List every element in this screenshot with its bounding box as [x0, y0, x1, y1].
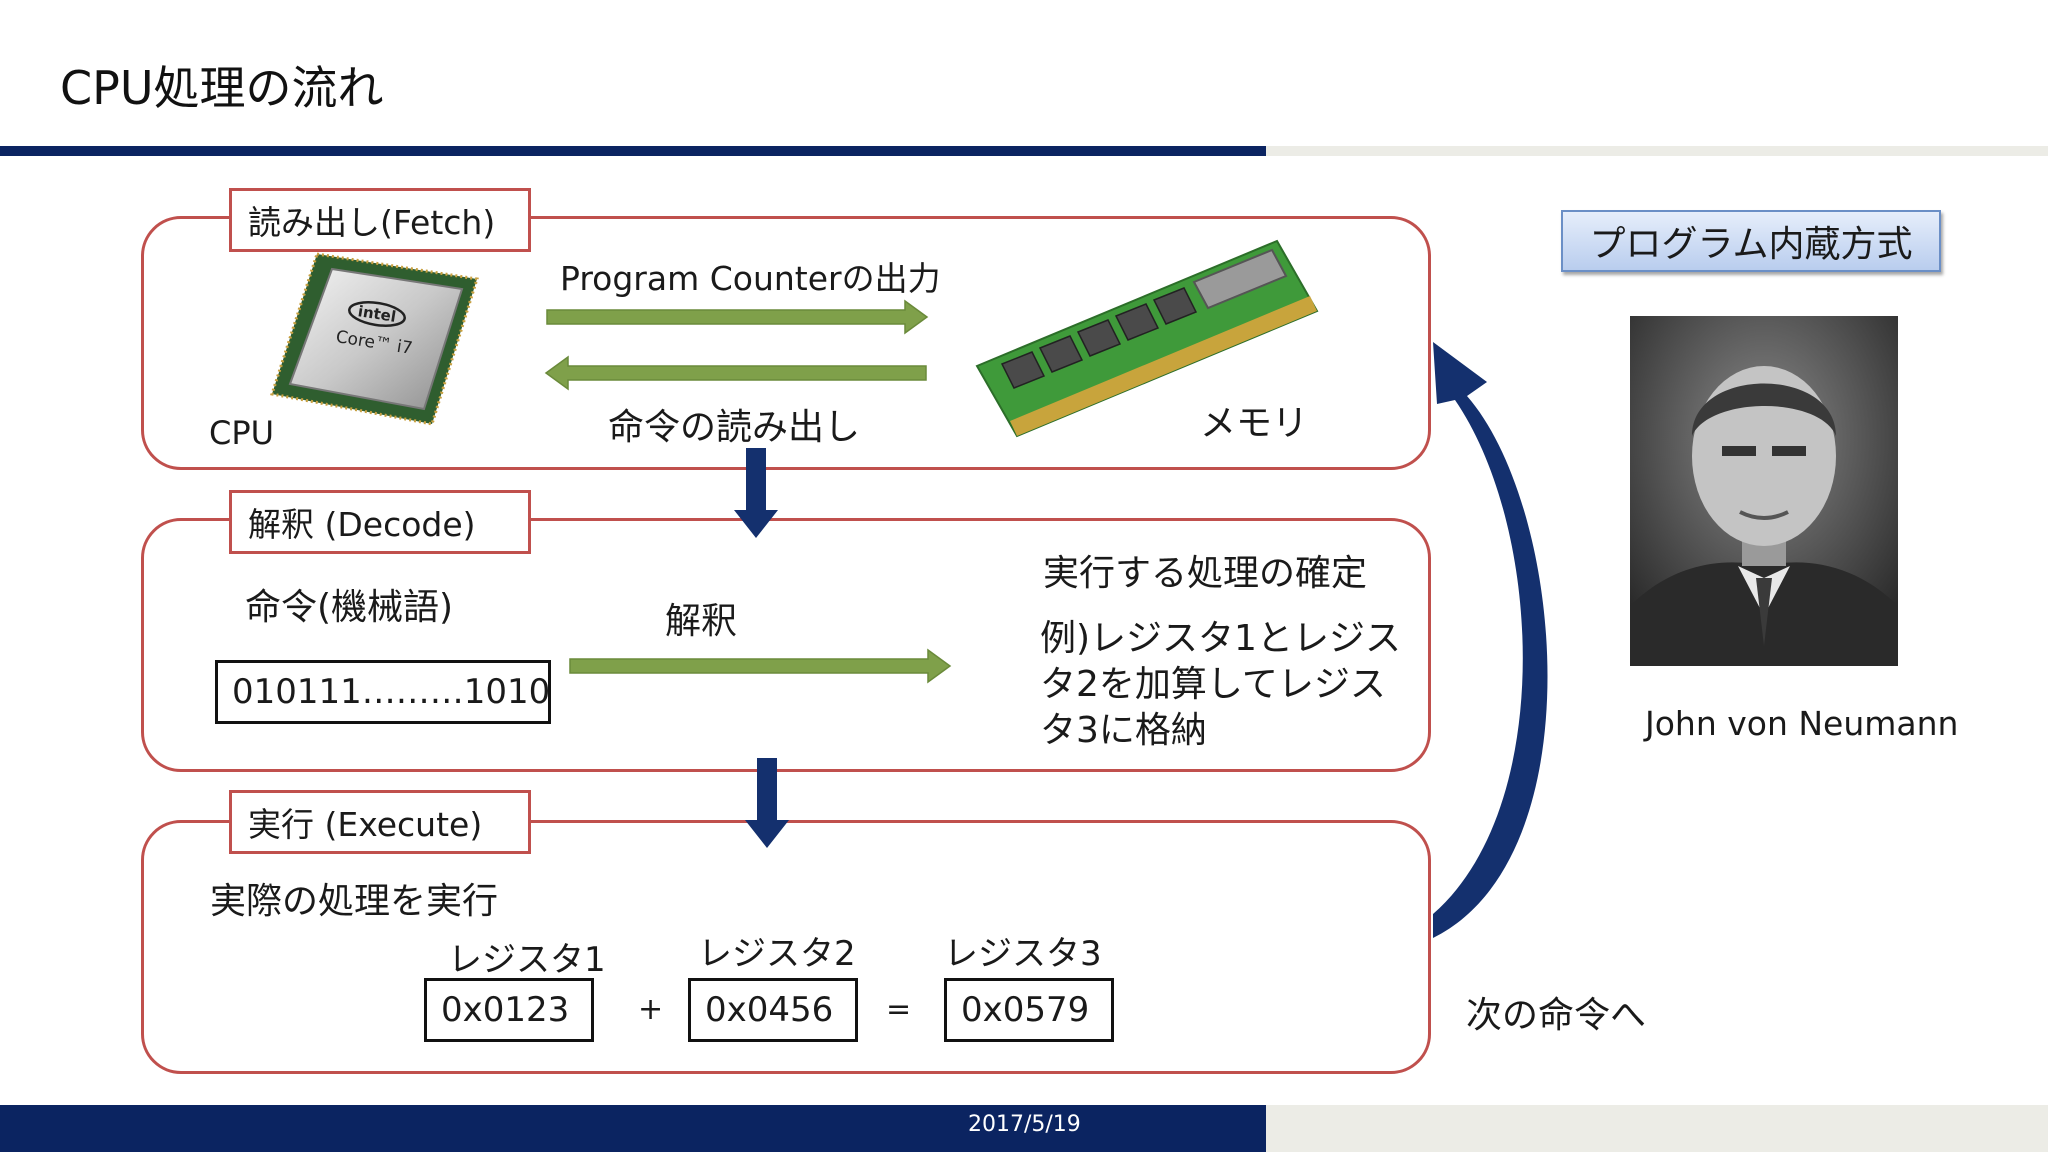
down-arrow-icon	[734, 448, 778, 538]
register-name: レジスタ3	[944, 934, 1102, 974]
slide-title: CPU処理の流れ	[60, 61, 384, 115]
interpret-arrow	[569, 648, 952, 684]
pc-output-label: Program Counterの出力	[560, 259, 941, 298]
header-rule-light	[1266, 146, 2048, 156]
footer-bar-light	[1266, 1105, 2048, 1152]
execute-stage	[141, 820, 1431, 1074]
example-line: タ2を加算してレジス	[1040, 664, 1386, 705]
interpret-label: 解釈	[665, 601, 738, 642]
example-text: 例)レジスタ1とレジス タ2を加算してレジス タ3に格納	[1040, 616, 1401, 754]
example-line: 例)レジスタ1とレジス	[1040, 618, 1401, 659]
register-value-box: 0x0123	[424, 978, 594, 1042]
read-instruction-label: 命令の読み出し	[608, 407, 861, 448]
decode-tag: 解釈 (Decode)	[229, 490, 531, 554]
slide-date: 2017/5/19	[968, 1112, 1081, 1137]
equals-sign: =	[886, 992, 912, 1027]
footer-bar	[0, 1105, 1266, 1152]
instruction-read-arrow	[544, 355, 927, 391]
instruction-label: 命令(機械語)	[245, 587, 454, 628]
pc-output-arrow	[546, 299, 929, 335]
example-line: タ3に格納	[1040, 710, 1207, 751]
header-rule	[0, 146, 1266, 156]
cpu-label: CPU	[209, 414, 275, 452]
register-name: レジスタ2	[698, 934, 856, 974]
decide-label: 実行する処理の確定	[1043, 553, 1368, 594]
down-arrow-icon	[745, 758, 789, 848]
memory-label: メモリ	[1200, 403, 1309, 444]
execute-desc: 実際の処理を実行	[210, 881, 499, 922]
fetch-tag: 読み出し(Fetch)	[229, 188, 531, 252]
portrait-image	[1630, 316, 1898, 666]
machine-code-box: 010111………1010	[215, 660, 551, 724]
person-name: John von Neumann	[1645, 704, 1959, 743]
cpu-chip-icon: intel Core™ i7	[270, 252, 479, 426]
memory-module-icon	[975, 239, 1319, 438]
cpu-chip-brand: intel	[357, 302, 398, 326]
loop-back-arrow	[1433, 342, 1548, 938]
register-value-box: 0x0456	[688, 978, 858, 1042]
register-name: レジスタ1	[448, 940, 606, 980]
stored-program-badge: プログラム内蔵方式	[1561, 210, 1941, 272]
plus-sign: +	[638, 992, 664, 1027]
register-value-box: 0x0579	[944, 978, 1114, 1042]
decode-stage	[141, 518, 1431, 772]
next-instruction-label: 次の命令へ	[1466, 995, 1647, 1036]
execute-tag: 実行 (Execute)	[229, 790, 531, 854]
